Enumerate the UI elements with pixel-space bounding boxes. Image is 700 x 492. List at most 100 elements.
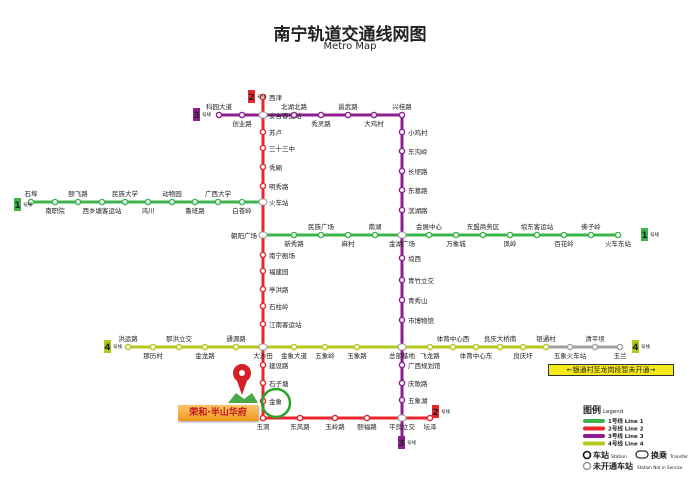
station-label: 西津 [269, 94, 283, 102]
station-鲁班路[interactable] [191, 198, 199, 206]
station-百花岭[interactable] [560, 231, 568, 239]
station-麻村[interactable] [344, 231, 352, 239]
station-秀灵路[interactable] [317, 111, 325, 119]
station-东风路[interactable] [296, 414, 304, 422]
station-东葛路[interactable] [398, 186, 406, 194]
station-label: 科园大道 [206, 102, 233, 111]
station-新秀路[interactable] [290, 231, 298, 239]
station-亭洪路[interactable] [259, 285, 267, 293]
transfer-station-icon[interactable] [397, 343, 407, 351]
legend-station-icon [582, 450, 592, 460]
station-小鸡村[interactable] [398, 128, 406, 136]
station-体育中心西[interactable] [449, 343, 457, 351]
transfer-station-icon[interactable] [258, 198, 268, 206]
station-石子塘[interactable] [259, 379, 267, 387]
station-label: 苏卢 [269, 128, 283, 137]
station-颐飞路[interactable] [74, 198, 82, 206]
station-埌西[interactable] [398, 254, 406, 262]
station-label: 福建园 [269, 267, 289, 276]
station-兴桂路[interactable] [398, 111, 406, 119]
station-北湖北路[interactable] [290, 111, 298, 119]
station-创业路[interactable] [238, 111, 246, 119]
station-邕武路[interactable] [344, 111, 352, 119]
station-玉象路[interactable] [353, 343, 361, 351]
station-埌东客运站[interactable] [533, 231, 541, 239]
station-五象岭[interactable] [321, 343, 329, 351]
station-广西规划馆[interactable] [398, 361, 406, 369]
station-体育中心东[interactable] [472, 343, 480, 351]
station-金龙路[interactable] [201, 343, 209, 351]
location-pin-label[interactable]: 荣和·半山华府 [178, 405, 258, 421]
line-badge-text: 号线 [202, 111, 211, 118]
station-五象湖[interactable] [398, 396, 406, 404]
transfer-station-icon[interactable] [258, 111, 268, 119]
station-江南客运站[interactable] [259, 320, 267, 328]
station-label: 民族广场 [308, 222, 335, 231]
station-玉洞[interactable] [259, 414, 267, 422]
station-良庆大桥南[interactable] [496, 343, 504, 351]
station-南宁剧场[interactable] [259, 251, 267, 259]
station-银通村[interactable] [542, 343, 550, 351]
station-青秀山[interactable] [398, 296, 406, 304]
station-南职院[interactable] [51, 198, 59, 206]
station-福建园[interactable] [259, 267, 267, 275]
station-火车东站[interactable] [614, 231, 622, 239]
station-庆歌路[interactable] [398, 379, 406, 387]
station-五象火车站[interactable] [566, 343, 574, 351]
station-清平坝[interactable] [591, 343, 599, 351]
station-西乡塘客运站[interactable] [98, 198, 106, 206]
station-秀厢[interactable] [259, 163, 267, 171]
station-动物园[interactable] [168, 198, 176, 206]
station-会展中心[interactable] [425, 231, 433, 239]
station-白苍岭[interactable] [238, 198, 246, 206]
line-3-badge [398, 436, 405, 449]
transfer-station-icon[interactable] [397, 231, 407, 239]
station-长堽路[interactable] [398, 167, 406, 175]
station-滨湖路[interactable] [398, 206, 406, 214]
station-那历村[interactable] [149, 343, 157, 351]
station-玉岭路[interactable] [331, 414, 339, 422]
transfer-station-icon[interactable] [397, 414, 407, 422]
station-洪运路[interactable] [124, 343, 132, 351]
station-label: 秀灵路 [311, 119, 331, 128]
station-建设路[interactable] [259, 361, 267, 369]
station-西津[interactable] [259, 93, 267, 101]
station-广西大学[interactable] [214, 198, 222, 206]
station-鸿川[interactable] [144, 198, 152, 206]
station-明秀路[interactable] [259, 182, 267, 190]
station-凤岭[interactable] [506, 231, 514, 239]
station-民族广场[interactable] [317, 231, 325, 239]
station-通源路[interactable] [232, 343, 240, 351]
station-大鸡村[interactable] [370, 111, 378, 119]
station-label: 南湖 [369, 222, 383, 231]
station-万象城[interactable] [452, 231, 460, 239]
station-石柱岭[interactable] [259, 302, 267, 310]
station-金象大道[interactable] [290, 343, 298, 351]
station-label: 石柱岭 [269, 302, 289, 311]
line-1-badge [14, 198, 21, 211]
station-颐福路[interactable] [363, 414, 371, 422]
transfer-station-icon[interactable] [258, 343, 268, 351]
station-苏卢[interactable] [259, 128, 267, 136]
station-市博物馆[interactable] [398, 316, 406, 324]
station-佛子岭[interactable] [587, 231, 595, 239]
station-label: 玉兰 [614, 351, 628, 360]
station-飞龙路[interactable] [426, 343, 434, 351]
station-玉兰[interactable] [616, 343, 624, 351]
station-科园大道[interactable] [215, 111, 223, 119]
station-东盟商务区[interactable] [479, 231, 487, 239]
station-民族大学[interactable] [121, 198, 129, 206]
station-青竹立交[interactable] [398, 276, 406, 284]
line-1-badge [641, 228, 648, 241]
station-南湖[interactable] [371, 231, 379, 239]
station-label: 朝阳广场 [231, 231, 258, 240]
station-东沟岭[interactable] [398, 147, 406, 155]
station-label: 金象 [269, 397, 283, 406]
transfer-station-icon[interactable] [258, 231, 268, 239]
station-label: 火车东站 [605, 239, 632, 248]
station-良庆圩[interactable] [519, 343, 527, 351]
station-石埠[interactable] [27, 198, 35, 206]
station-那洪立交[interactable] [175, 343, 183, 351]
station-三十三中[interactable] [259, 144, 267, 152]
station-label: 明秀路 [269, 182, 289, 191]
